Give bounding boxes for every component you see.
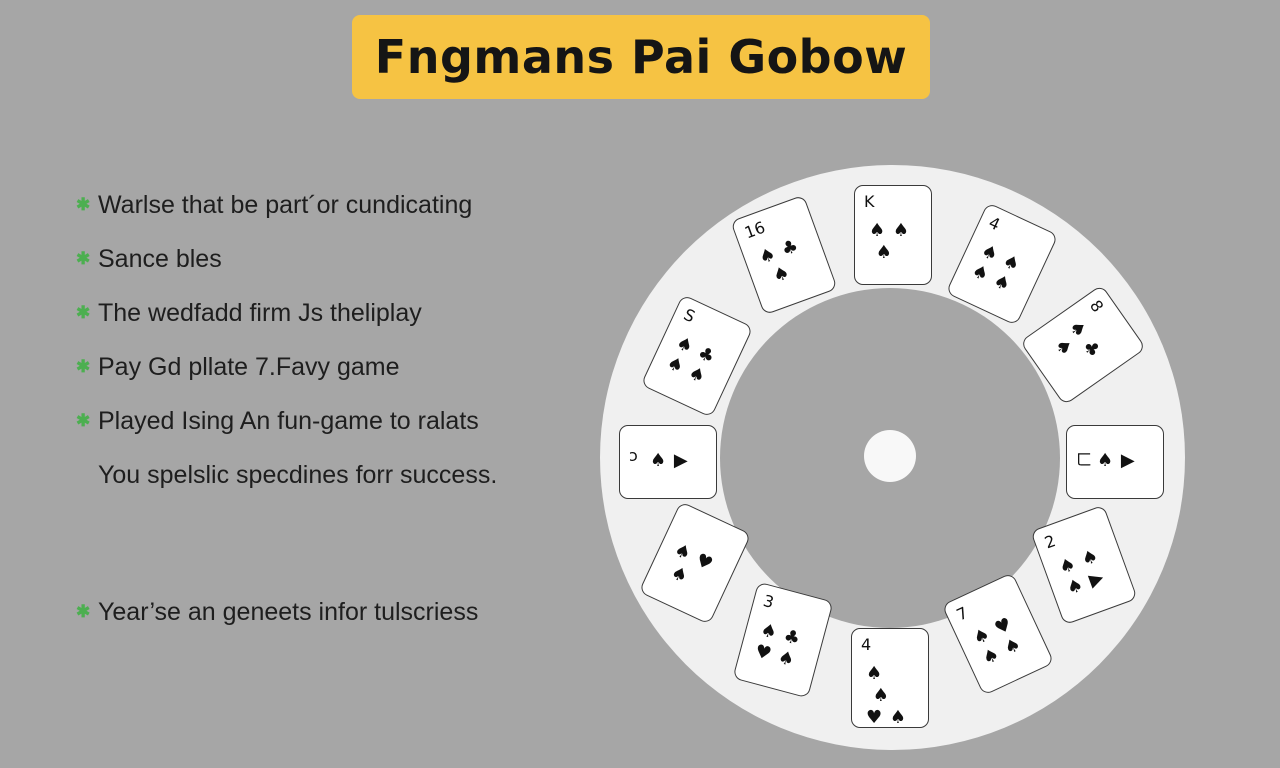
suit-icons: ♠ ♥ ♠ [661, 539, 717, 589]
rule-item: ✱ You spelslic specdines forr success. [98, 460, 498, 489]
suit-icons: ♠ ▶ [650, 450, 689, 471]
rule-item: ✱ The wedfadd firm Js theliplay [76, 298, 422, 327]
title-banner: Fngmans Pai Gobow [352, 15, 930, 99]
suit-icons: ♠ ♣ ♥ ♠ [752, 619, 804, 672]
rule-item: ✱ Year’se an geneets infor tulscriess [76, 597, 479, 626]
suit-icons: ♠ ♥ ♠ ♠ [969, 613, 1026, 670]
suit-icons: ♠ ♣ ♠ [1046, 316, 1106, 363]
star-icon: ✱ [76, 195, 91, 214]
playing-card[interactable]: ㄈ ♠ ▶ [1066, 425, 1164, 499]
suit-icons: ♠ ♣ ♠ ♠ [663, 332, 719, 389]
rule-item: ✱ Sance bles [76, 244, 222, 273]
rule-item: ✱ Warlse that be part´or cundicating [76, 190, 473, 219]
rule-item: ✱ Pay Gd pllate 7.Favy game [76, 352, 400, 381]
star-icon: ✱ [76, 602, 91, 621]
star-icon: ✱ [76, 411, 91, 430]
rules-list: ✱ Warlse that be part´or cundicating ✱ S… [0, 0, 600, 768]
suit-icons: ♠ ♣ ♠ [756, 235, 803, 290]
suit-icons: ♠ ♠ ♥ ♠ [866, 663, 907, 728]
suit-icons: ♠ ♠ ♠ [869, 220, 910, 263]
playing-card[interactable]: K ♠ ♠ ♠ [854, 185, 932, 285]
suit-icons: ♠ ♠ ♠ ♠ [968, 240, 1024, 297]
rule-item: ✱ Played Ising An fun-game to ralats [76, 406, 479, 435]
playing-card[interactable]: ↄ ♠ ▶ [619, 425, 717, 499]
wheel-hub[interactable] [864, 430, 916, 482]
star-icon: ✱ [76, 303, 91, 322]
suit-icons: ♠ ▶ [1097, 450, 1136, 471]
game-title: Fngmans Pai Gobow [374, 30, 908, 84]
suit-icons: ♠ ♠ ♠ ▶ [1056, 545, 1108, 600]
star-icon: ✱ [76, 249, 91, 268]
star-icon: ✱ [76, 357, 91, 376]
playing-card[interactable]: 4 ♠ ♠ ♥ ♠ [851, 628, 929, 728]
